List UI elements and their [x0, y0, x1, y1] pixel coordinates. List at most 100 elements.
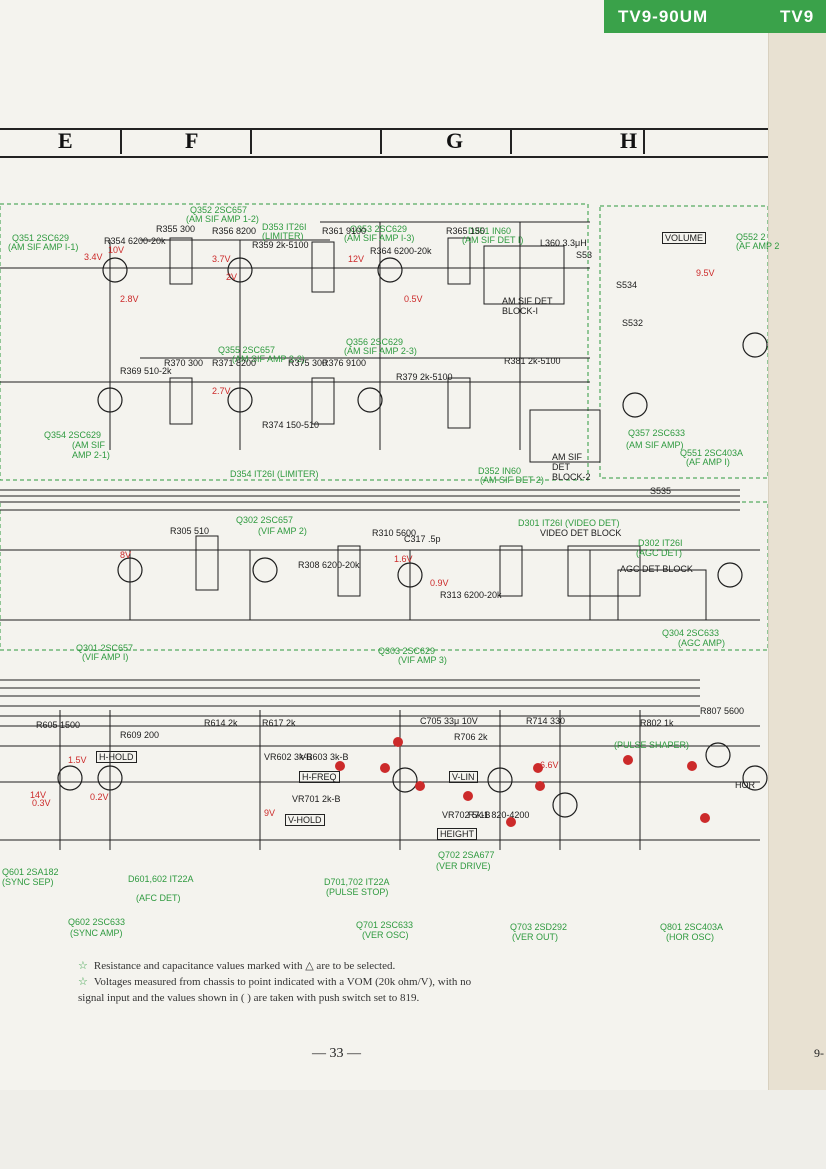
part-r355: R355 300: [156, 224, 196, 234]
switch-s534: S534: [616, 280, 638, 290]
voltage-mark: 0.3V: [32, 798, 51, 808]
q552-role: (AF AMP 2: [736, 241, 780, 251]
h-hold-control[interactable]: H-HOLD: [96, 751, 137, 763]
column-divider: [120, 130, 122, 154]
q352-role: (AM SIF AMP 1-2): [186, 214, 259, 224]
q601-label: Q601 2SA182: [2, 867, 59, 877]
page-number-right: 9-: [814, 1046, 824, 1060]
d701-label: D701,702 IT22A: [324, 877, 390, 887]
transformer-symbols: [169, 237, 523, 597]
page-number: — 33 —: [312, 1046, 361, 1061]
d302-label: D302 IT26I: [638, 538, 683, 548]
d601-label: D601,602 IT22A: [128, 874, 194, 884]
column-letter-e: E: [58, 128, 73, 153]
part-c705: C705 33μ 10V: [420, 716, 478, 726]
q357-label: Q357 2SC633: [628, 428, 686, 438]
det-block-outlines: [483, 245, 707, 621]
volume-control[interactable]: VOLUME: [662, 232, 707, 244]
voltage-mark: 1.5V: [68, 755, 87, 765]
q302-role: (VIF AMP 2): [258, 526, 307, 536]
q302-label: Q302 2SC657: [236, 515, 294, 525]
q357-role: (AM SIF AMP): [626, 440, 684, 450]
part-r359: R359 2k-5100: [252, 240, 309, 250]
part-l360: L360 3.3μH: [540, 238, 587, 248]
voltage-mark: 9V: [264, 808, 276, 818]
q301-label: Q301 2SC657: [76, 643, 134, 653]
q551-role: (AF AMP I): [686, 457, 730, 467]
voltage-mark: 2.8V: [120, 294, 139, 304]
voltage-mark: 2.7V: [212, 386, 231, 396]
column-divider: [643, 130, 645, 154]
pulse-shaper-label: (PULSE SHAPER): [614, 740, 690, 750]
part-r371: R371 8200: [212, 358, 257, 368]
part-vr702: VR702 5k-B: [442, 810, 491, 820]
height-control[interactable]: HEIGHT: [437, 828, 478, 840]
q353-label: Q353 2SC629: [350, 224, 408, 234]
part-r310: R310 5600: [372, 528, 417, 538]
d601-role: (AFC DET): [136, 893, 181, 903]
column-divider: [380, 130, 382, 154]
part-r305: R305 510: [170, 526, 210, 536]
q354-label: Q354 2SC629: [44, 430, 102, 440]
voltage-mark: 12V: [348, 254, 365, 264]
part-r361: R361 9100: [322, 226, 367, 236]
voltage-mark: 6.6V: [540, 760, 559, 770]
test-points: [335, 737, 710, 827]
column-divider: [250, 130, 252, 154]
paper-background: [0, 1090, 826, 1169]
part-r381: R381 2k-5100: [504, 356, 561, 366]
v-hold-control[interactable]: V-HOLD: [285, 814, 325, 826]
d701-role: (PULSE STOP): [326, 887, 389, 897]
q303-role: (VIF AMP 3): [398, 655, 447, 665]
am-det-block-1: AM SIF DET BLOCK-I: [502, 296, 553, 316]
q355-role: (AM SIF AMP 2-2): [232, 354, 305, 364]
part-r365: R365 150: [446, 226, 486, 236]
column-letter-f: F: [185, 128, 199, 153]
q601-role: (SYNC SEP): [2, 877, 54, 887]
voltage-mark: 0.9V: [430, 578, 449, 588]
voltage-mark: 0.2V: [90, 792, 109, 802]
q701-label: Q701 2SC633: [356, 920, 414, 930]
voltage-mark: 9.5V: [696, 268, 715, 278]
voltage-mark: 0.5V: [404, 294, 423, 304]
switch-s533: S53: [576, 250, 593, 260]
h-freq-control[interactable]: H-FREQ: [299, 771, 340, 783]
d302-role: (AGC DET): [636, 548, 682, 558]
q551-label: Q551 2SC403A: [680, 448, 744, 458]
part-r609: R609 200: [120, 730, 160, 740]
v-lin-control[interactable]: V-LIN: [449, 771, 478, 783]
q352-label: Q352 2SC657: [190, 205, 248, 215]
part-r356: R356 8200: [212, 226, 257, 236]
q351-role: (AM SIF AMP I-1): [8, 242, 79, 252]
model-tab-cut: TV9: [768, 0, 826, 33]
q602-role: (SYNC AMP): [70, 928, 123, 938]
hor-label: HOR: [735, 780, 755, 790]
wires: [0, 221, 760, 850]
column-letter-h: H: [620, 128, 638, 153]
d351-label: D351 IN60: [468, 226, 512, 236]
part-r313: R313 6200-20k: [440, 590, 502, 600]
part-r706: R706 2k: [454, 732, 488, 742]
part-r354: R354 6200-20k: [104, 236, 166, 246]
column-divider: [510, 130, 512, 154]
d353-label: D353 IT26I: [262, 222, 307, 232]
part-r714: R714 330: [526, 716, 566, 726]
part-r374: R374 150-510: [262, 420, 320, 430]
switch-s535: S535: [650, 486, 672, 496]
shield-outlines: [0, 203, 768, 651]
column-letter-g: G: [446, 128, 464, 153]
q552-label: Q552 2: [736, 232, 766, 242]
part-r605: R605 1500: [36, 720, 81, 730]
q353-role: (AM SIF AMP I-3): [344, 233, 415, 243]
q701-role: (VER OSC): [362, 930, 409, 940]
model-tab: TV9-90UM: [604, 0, 778, 33]
footnote-2: ☆Voltages measured from chassis to point…: [78, 976, 472, 1004]
part-r375: R375 300: [288, 358, 328, 368]
part-r711: R711 820-4200: [468, 810, 530, 820]
footnotes: ☆Resistance and capacitance values marke…: [78, 958, 498, 1006]
q304-role: (AGC AMP): [678, 638, 726, 648]
q356-role: (AM SIF AMP 2-3): [344, 346, 417, 356]
d354-label: D354 IT26I (LIMITER): [230, 469, 319, 479]
voltage-mark: 3.7V: [212, 254, 231, 264]
d352-role: (AM SIF DET 2): [480, 475, 544, 485]
